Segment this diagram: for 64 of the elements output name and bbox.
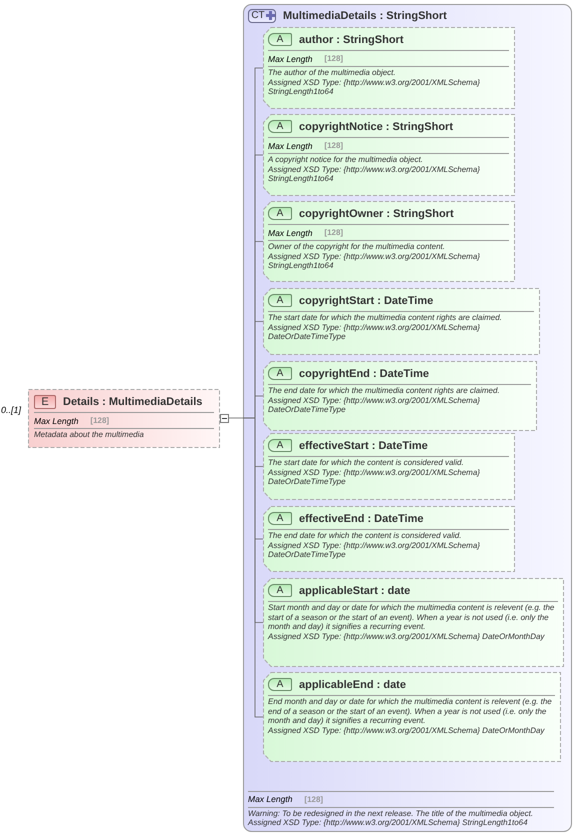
facet-label: Max Length (268, 228, 312, 238)
attribute-tag: A (268, 207, 292, 220)
attribute-tag: A (268, 294, 292, 307)
attribute-box (263, 201, 515, 282)
attribute-box (263, 361, 537, 431)
node-title: applicableEnd : date (299, 678, 406, 690)
description-text: The start date for which the multimedia content rights are claimed. (268, 313, 503, 323)
attribute-tag: A (268, 678, 292, 691)
attribute-box (263, 578, 564, 667)
attribute-tag: A (268, 120, 292, 133)
description-text: The start date for which the content is considered valid. (268, 458, 465, 468)
node-title: copyrightOwner : StringShort (299, 208, 454, 220)
attribute-box (263, 433, 515, 500)
facet-value: [128] (324, 141, 344, 150)
attribute-tag: A (268, 512, 292, 525)
node-title: effectiveEnd : DateTime (299, 512, 424, 524)
description-text: Metadata about the multimedia (34, 430, 145, 440)
node-title: copyrightNotice : StringShort (299, 120, 453, 132)
attribute-box (263, 506, 515, 572)
attribute-tag: A (268, 439, 292, 452)
description-text: Warning: To be redesigned in the next release. The title of the multimedia object. (248, 808, 534, 818)
type-note: Assigned XSD Type: {http://www.w3.org/2001/XMLSchema} StringLength1to64 (268, 164, 481, 184)
node-title: applicableStart : date (299, 584, 410, 596)
description-text: The author of the multimedia object. (268, 68, 397, 78)
attribute-box (263, 27, 515, 109)
type-note: Assigned XSD Type: {http://www.w3.org/2001/XMLSchema} DateOrMonthDay (268, 726, 546, 736)
element-tag: E (34, 394, 56, 408)
facet-label: Max Length (34, 416, 78, 426)
description-text: The end date for which the content is considered valid. (268, 531, 462, 541)
facet-label: Max Length (248, 794, 292, 804)
node-title: copyrightStart : DateTime (299, 294, 434, 306)
cardinality-label: 0..[1] (1, 405, 22, 415)
node-title: copyrightEnd : DateTime (299, 368, 429, 380)
facet-value: [128] (90, 416, 110, 425)
node-title: MultimediaDetails : StringShort (283, 10, 447, 22)
node-title: Details : MultimediaDetails (63, 396, 202, 408)
attribute-tag: A (268, 33, 292, 46)
attribute-tag: A (268, 367, 292, 380)
description-text: A copyright notice for the multimedia object. (268, 155, 424, 165)
type-note: Assigned XSD Type: {http://www.w3.org/2001/XMLSchema} StringLength1to64 (248, 818, 529, 828)
attribute-box (263, 114, 515, 196)
description-text: The end date for which the multimedia content rights are claimed. (268, 386, 501, 396)
type-note: Assigned XSD Type: {http://www.w3.org/2001/XMLSchema} StringLength1to64 (268, 252, 481, 271)
attribute-tag: A (268, 584, 292, 597)
attribute-box (263, 672, 561, 762)
attribute-box (263, 288, 540, 355)
complex-type-container (243, 4, 572, 832)
type-note: Assigned XSD Type: {http://www.w3.org/2001/XMLSchema} DateOrDateTimeType (268, 468, 481, 487)
facet-value: [128] (324, 228, 344, 237)
type-note: Assigned XSD Type: {http://www.w3.org/2001/XMLSchema} StringLength1to64 (268, 78, 481, 97)
facet-value: [128] (324, 54, 344, 63)
type-note: Assigned XSD Type: {http://www.w3.org/2001/XMLSchema} DateOrDateTimeType (268, 396, 481, 415)
facet-label: Max Length (268, 140, 312, 150)
description-text: End month and day or date for which the multimedia content is relevent (e.g. the end of a season or the start of an event). When a year is not used (i.e. only the month and day) it signifies a recurring event. (268, 697, 553, 726)
type-note: Assigned XSD Type: {http://www.w3.org/2001/XMLSchema} DateOrDateTimeType (268, 540, 481, 560)
facet-value: [128] (304, 794, 324, 804)
type-note: Assigned XSD Type: {http://www.w3.org/2001/XMLSchema} DateOrDateTimeType (268, 322, 481, 342)
facet-label: Max Length (268, 54, 312, 64)
description-text: Owner of the copyright for the multimedia content. (268, 242, 446, 252)
node-title: effectiveStart : DateTime (299, 440, 428, 452)
tag-text: CT (251, 10, 265, 21)
type-note: Assigned XSD Type: {http://www.w3.org/2001/XMLSchema} DateOrMonthDay (268, 632, 546, 642)
node-title: author : StringShort (299, 34, 404, 46)
description-text: Start month and day or date for which the multimedia content is relevent (e.g. the start of a season or the start of an event). When a year is not used (i.e. only the month and day) it signifies a recurring event. (268, 603, 556, 632)
